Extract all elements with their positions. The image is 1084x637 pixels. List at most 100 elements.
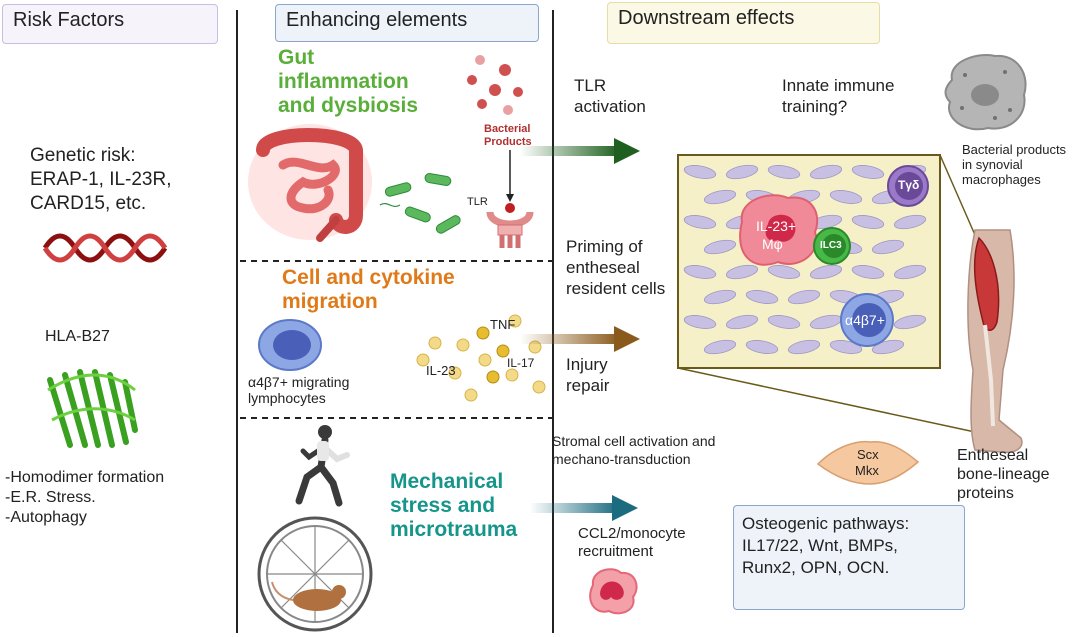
stromal-cell	[829, 340, 863, 354]
genetic-risk-line-2: ERAP-1, IL-23R,	[30, 169, 172, 190]
stromal-cell	[683, 315, 717, 329]
synovial-line-2: in synovial	[962, 157, 1023, 172]
runner-icon	[295, 425, 350, 507]
stromal-cell	[787, 339, 821, 355]
cell-tgd-label: Tγδ	[898, 178, 920, 192]
arrow-brown-head	[614, 326, 640, 352]
entheseal-proteins-line-1: Entheseal	[957, 447, 1029, 464]
cytokine-dots-icon	[416, 314, 546, 402]
priming-line-1: Priming of	[566, 237, 643, 256]
stromal-cell	[893, 214, 927, 230]
stromal-cell	[767, 165, 801, 179]
injury-line-2: repair	[566, 376, 610, 395]
arrow-green-head	[614, 138, 640, 164]
bacterial-products-line-2: Products	[484, 136, 532, 148]
stromal-cell	[893, 264, 927, 280]
tlr-activation-line-1: TLR	[574, 76, 607, 95]
arrow-teal-shaft	[530, 503, 618, 513]
header-risk-factors: Risk Factors	[2, 4, 218, 44]
synovial-line-3: macrophages	[962, 172, 1041, 187]
stromal-cell	[703, 189, 737, 205]
tlr-label: TLR	[467, 196, 488, 208]
mech-title-line-3: microtrauma	[390, 518, 518, 541]
osteogenic-line-1: Osteogenic pathways:	[742, 514, 910, 533]
gut-bacteria-icon	[379, 173, 461, 234]
stromal-cell	[683, 265, 717, 279]
gut-title-line-1: Gut	[278, 46, 315, 69]
stromal-cell	[745, 340, 779, 354]
entheseal-proteins-line-2: bone-lineage	[957, 466, 1050, 483]
header-downstream-effects: Downstream effects	[607, 2, 880, 44]
stromal-line-2: mechano-transduction	[552, 451, 691, 467]
cytokine-tnf-label: TNF	[490, 317, 516, 332]
stromal-cell	[893, 314, 927, 330]
mech-title-line-1: Mechanical	[390, 470, 504, 493]
osteogenic-line-3: Runx2, OPN, OCN.	[742, 558, 890, 577]
injury-line-1: Injury	[566, 355, 608, 374]
dna-helix-icon	[42, 233, 168, 263]
priming-line-2: entheseal	[566, 258, 640, 277]
mkx-label: Mkx	[855, 463, 879, 478]
lymphocyte-label-line-2: lymphocytes	[248, 390, 326, 406]
innate-line-2: training?	[782, 97, 848, 116]
genetic-risk-line-3: CARD15, etc.	[30, 193, 147, 214]
cell-il23-line-2: Mφ	[762, 236, 783, 252]
stromal-cell	[809, 164, 843, 180]
cytokine-il17-label: IL-17	[507, 356, 535, 370]
header-enhancing-elements: Enhancing elements	[275, 4, 539, 42]
arrow-teal-head	[612, 495, 638, 521]
intestine-icon	[248, 124, 372, 242]
stromal-cell	[871, 239, 905, 255]
stromal-cell	[809, 264, 843, 280]
innate-line-1: Innate immune	[782, 76, 895, 95]
osteogenic-pathways-box	[733, 505, 965, 610]
synovial-macrophage-icon	[944, 54, 1027, 131]
hla-effect-autophagy: -Autophagy	[5, 509, 87, 526]
cell-il23-line-1: IL-23+	[756, 218, 797, 234]
stromal-cell	[871, 339, 905, 355]
stromal-cell	[745, 290, 779, 304]
stromal-cell	[767, 315, 801, 329]
lymphocyte-label-line-1: α4β7+ migrating	[248, 374, 350, 390]
stromal-cell	[851, 165, 885, 179]
gut-title-line-2: inflammation	[278, 70, 409, 93]
gut-title-line-3: and dysbiosis	[278, 94, 419, 117]
scx-label: Scx	[857, 447, 879, 462]
tlr-activation-line-2: activation	[574, 97, 646, 116]
stromal-cell	[787, 289, 821, 305]
bacterial-products-dots-icon	[467, 55, 523, 115]
stromal-cell	[725, 164, 759, 180]
hla-b27-label: HLA-B27	[45, 328, 110, 345]
stromal-cell	[703, 289, 737, 305]
bacterial-products-line-1: Bacterial	[484, 123, 531, 135]
tlr-receptor-icon	[486, 150, 534, 248]
cytokine-il23-label: IL-23	[426, 363, 456, 378]
hla-effect-homodimer: -Homodimer formation	[5, 469, 165, 486]
stromal-cell	[767, 265, 801, 279]
cell-ilc3-label: ILC3	[820, 240, 842, 251]
stromal-cell	[703, 339, 737, 355]
cell-title-line-1: Cell and cytokine	[282, 266, 455, 289]
monocyte-icon	[589, 568, 638, 615]
cell-a4b7-label: α4β7+	[845, 312, 885, 328]
stromal-cell	[683, 215, 717, 229]
arrow-green-shaft	[520, 146, 620, 156]
stromal-cell	[703, 239, 737, 255]
lymphocyte-icon	[258, 319, 322, 371]
genetic-risk-line-1: Genetic risk:	[30, 145, 136, 166]
scx-mkx-cell-icon	[816, 440, 920, 485]
cell-title-line-2: migration	[282, 290, 378, 313]
stromal-cell	[725, 264, 759, 280]
hamster-wheel-icon	[257, 516, 373, 632]
entheseal-proteins-line-3: proteins	[957, 485, 1014, 502]
arrow-brown-shaft	[520, 334, 620, 344]
hla-effect-er-stress: -E.R. Stress.	[5, 489, 96, 506]
stromal-cell	[725, 314, 759, 330]
priming-line-3: resident cells	[566, 279, 666, 298]
stromal-line-1: Stromal cell activation and	[552, 433, 716, 449]
synovial-line-1: Bacterial products	[962, 142, 1067, 157]
stromal-cell	[829, 190, 863, 204]
